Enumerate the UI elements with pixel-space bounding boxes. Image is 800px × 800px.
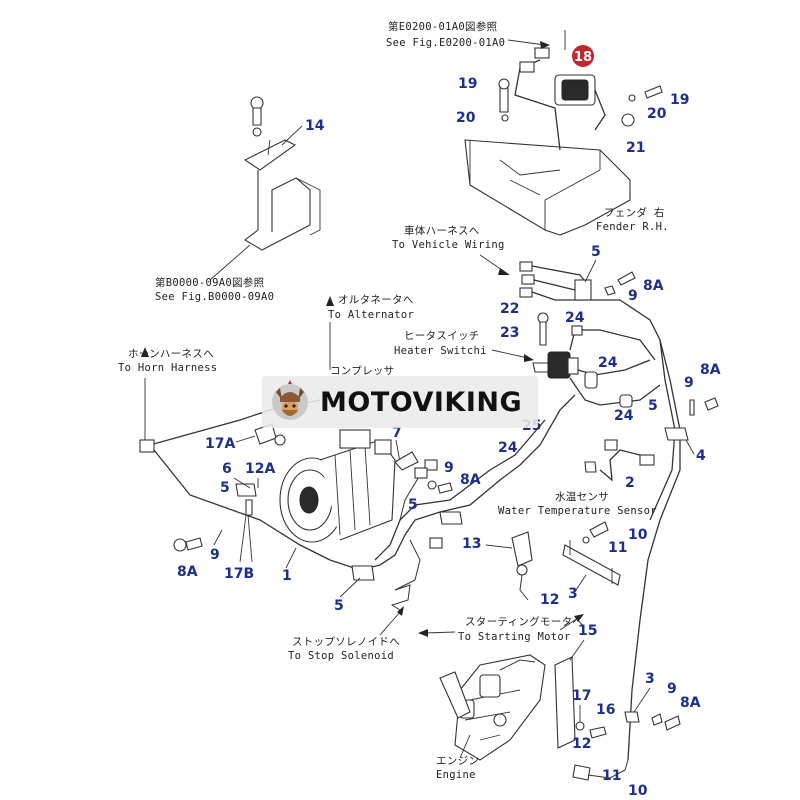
vehicle-connectors — [519, 261, 666, 381]
compressor-jp: コンプレッサ — [330, 365, 395, 377]
callout-17: 17 — [572, 688, 591, 704]
engine-en: Engine — [436, 769, 476, 781]
callout-12-mid: 12 — [540, 592, 559, 608]
viking-logo-icon — [272, 380, 308, 420]
callout-9-left: 9 — [210, 547, 220, 563]
heater-switch-jp: ヒータスイッチ — [404, 330, 480, 342]
callout-19-right: 19 — [670, 92, 689, 108]
callout-17B: 17B — [224, 566, 254, 582]
callout-24-b: 24 — [598, 355, 618, 371]
callout-6: 6 — [222, 461, 232, 477]
starting-motor-jp: スターティングモータへ — [465, 615, 583, 628]
ref-e0200-jp: 第E0200-01A0図参照 — [388, 20, 498, 33]
callout-8A-top: 8A — [643, 278, 664, 294]
callout-7: 7 — [392, 425, 402, 441]
ref-b0000-en: See Fig.B0000-09A0 — [155, 291, 274, 303]
callout-24-d: 24 — [498, 440, 518, 456]
water-temp-en: Water Temperature Sensor — [498, 505, 657, 517]
callout-10-bottom: 10 — [628, 783, 648, 799]
callout-23: 23 — [500, 325, 519, 341]
callout-11-mid: 11 — [608, 540, 627, 556]
callout-9-bottom: 9 — [667, 681, 677, 697]
callout-14: 14 — [305, 118, 325, 134]
heater-switch-en: Heater Switchi — [394, 345, 487, 357]
water-temperature-sensor — [584, 439, 655, 482]
ref-e0200-en: See Fig.E0200-01A0 — [386, 37, 505, 49]
heater-switch — [547, 325, 661, 408]
callout-24-c: 24 — [614, 408, 634, 424]
callout-19-left: 19 — [458, 76, 477, 92]
callout-5-bottom: 5 — [334, 598, 344, 614]
ref-b0000-jp: 第B0000-09A0図参照 — [155, 276, 265, 289]
starting-motor-en: To Starting Motor — [458, 631, 571, 643]
callout-10-mid: 10 — [628, 527, 648, 543]
callout-2: 2 — [625, 475, 635, 491]
callout-5-mid: 5 — [408, 497, 418, 513]
callout-4: 4 — [696, 448, 706, 464]
brand-name: MOTOVIKING — [320, 386, 523, 418]
engine-block — [439, 654, 546, 761]
callout-8A-right: 8A — [700, 362, 721, 378]
callout-1: 1 — [282, 568, 292, 584]
callout-13: 13 — [462, 536, 481, 552]
callout-16: 16 — [596, 702, 615, 718]
callout-5-left: 5 — [220, 480, 230, 496]
callout-24-a: 24 — [565, 310, 585, 326]
callout-8A-bottom: 8A — [680, 695, 701, 711]
callout-9-top: 9 — [628, 288, 638, 304]
stop-solenoid-jp: ストップソレノイドへ — [292, 636, 400, 648]
alternator-en: To Alternator — [328, 309, 414, 321]
horn-harness-en: To Horn Harness — [118, 362, 217, 374]
callout-8A-left: 8A — [177, 564, 198, 580]
fender-relay-assembly — [464, 30, 663, 236]
callout-18-badge — [572, 45, 594, 67]
callout-9-right: 9 — [684, 375, 694, 391]
callout-3-bottom: 3 — [645, 671, 655, 687]
main-harness — [139, 394, 576, 591]
brand-watermark: MOTOVIKING — [262, 376, 538, 428]
callout-8A-mid: 8A — [460, 472, 481, 488]
callout-20-left: 20 — [456, 110, 476, 126]
callout-12A: 12A — [245, 461, 275, 477]
callout-22: 22 — [500, 301, 519, 317]
alternator-jp: オルタネータへ — [338, 294, 414, 306]
bracket-assembly — [243, 96, 321, 251]
water-temp-jp: 水温センサ — [555, 491, 609, 503]
vehicle-wiring-jp: 車体ハーネスへ — [404, 224, 480, 237]
engine-jp: エンジン — [436, 755, 479, 767]
fender-jp: フェンダ 右 — [604, 206, 665, 219]
callout-12-bottom: 12 — [572, 736, 591, 752]
callout-18: 18 — [574, 50, 592, 65]
stop-solenoid-en: To Stop Solenoid — [288, 650, 394, 662]
callout-9-mid: 9 — [444, 460, 454, 476]
vehicle-wiring-en: To Vehicle Wiring — [392, 239, 505, 251]
fender-en: Fender R.H. — [596, 221, 669, 233]
compressor — [279, 429, 396, 543]
callout-15: 15 — [578, 623, 597, 639]
callout-5-right: 5 — [648, 398, 658, 414]
callout-20-right: 20 — [647, 106, 667, 122]
callout-17A: 17A — [205, 436, 235, 452]
stop-solenoid-part — [511, 531, 533, 601]
horn-harness-jp: ホーンハーネスへ — [128, 348, 214, 360]
callout-3-mid: 3 — [568, 586, 578, 602]
callout-21: 21 — [626, 140, 645, 156]
callout-5-top: 5 — [591, 244, 601, 260]
callout-11-bottom: 11 — [602, 768, 621, 784]
